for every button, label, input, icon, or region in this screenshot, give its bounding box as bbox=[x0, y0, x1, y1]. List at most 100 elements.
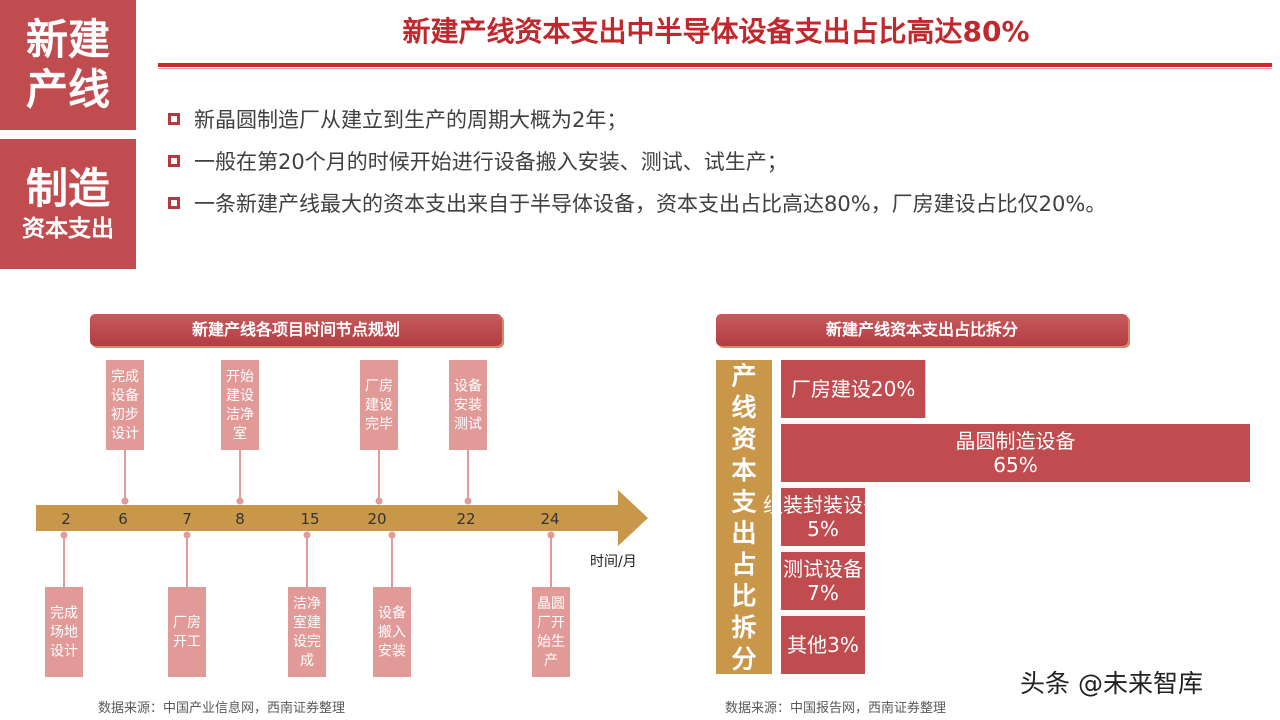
timeline-arrow bbox=[36, 490, 648, 546]
milestone-label-line: 场地 bbox=[50, 625, 78, 641]
bullet-text: 一条新建产线最大的资本支出来自于半导体设备，资本支出占比高达80%，厂房建设占比… bbox=[194, 192, 1107, 216]
milestone-box bbox=[106, 360, 144, 450]
page-title: 新建产线资本支出中半导体设备支出占比高达80% bbox=[402, 15, 1030, 48]
section-label-capex-text: 资本支出 bbox=[22, 216, 114, 243]
milestone-label-line: 完成 bbox=[111, 369, 139, 385]
timeline-tick-label: 6 bbox=[118, 510, 128, 528]
milestone-label-line: 建设 bbox=[226, 388, 254, 404]
bullet-list: 新晶圆制造厂从建立到生产的周期大概为2年； 一般在第20个月的时候开始进行设备搬… bbox=[168, 98, 1106, 224]
milestone-dot bbox=[303, 531, 311, 539]
capex-axis-label-box bbox=[716, 360, 772, 674]
milestone-box bbox=[45, 587, 83, 677]
capex-bar-label: 7% bbox=[807, 581, 839, 605]
capex-bar-group: 厂房建设20% bbox=[781, 360, 926, 418]
capex-axis-label-char: 出 bbox=[731, 519, 756, 548]
milestone-label-line: 开工 bbox=[173, 634, 201, 650]
timeline-tick-label: 15 bbox=[300, 510, 319, 528]
milestone-label-line: 建设 bbox=[365, 398, 393, 414]
title-divider bbox=[158, 63, 1272, 67]
timeline-tick-label: 8 bbox=[235, 510, 245, 528]
milestone-label-line: 初步 bbox=[111, 406, 139, 423]
watermark: 头条 @未来智库 bbox=[1020, 669, 1203, 698]
milestone-box bbox=[288, 587, 326, 677]
square-bullet-icon bbox=[168, 197, 180, 209]
milestone-label-line: 产 bbox=[544, 653, 558, 669]
bullet-item: 新晶圆制造厂从建立到生产的周期大概为2年； bbox=[168, 98, 1106, 140]
capex-bar-label: 5% bbox=[807, 517, 839, 541]
milestone-dot bbox=[183, 531, 191, 539]
milestone-label-line: 完毕 bbox=[365, 417, 393, 433]
capex-bar bbox=[781, 552, 865, 610]
section-label-manufacturing: 制造 bbox=[25, 164, 110, 213]
capex-axis-label: 产线资本支出占比拆分 bbox=[731, 362, 756, 674]
capex-axis-label-char: 资 bbox=[731, 425, 756, 454]
milestone-label-line: 成 bbox=[300, 653, 314, 669]
timeline-tick-label: 24 bbox=[540, 510, 559, 528]
milestone-dot bbox=[236, 497, 244, 505]
milestone-label-line: 设备 bbox=[378, 605, 406, 622]
capex-panel-title: 新建产线资本支出占比拆分 bbox=[716, 314, 1128, 346]
bullet-item: 一般在第20个月的时候开始进行设备搬入安装、测试、试生产； bbox=[168, 140, 1106, 182]
milestone-label-line: 设计 bbox=[50, 644, 78, 660]
timeline-axis-label: 时间/月 bbox=[590, 554, 637, 570]
capex-bar-label: 晶圆制造设备 bbox=[956, 429, 1076, 453]
capex-bar bbox=[781, 360, 926, 418]
milestone-label-line: 完成 bbox=[50, 606, 78, 622]
milestone-dot bbox=[375, 497, 383, 505]
timeline-tick-label: 2 bbox=[61, 510, 71, 528]
bullet-text: 新晶圆制造厂从建立到生产的周期大概为2年； bbox=[194, 108, 628, 132]
capex-bar bbox=[781, 616, 865, 674]
capex-axis-label-char: 占 bbox=[731, 550, 756, 579]
timeline-milestone: 设备搬入安装 bbox=[373, 531, 411, 677]
milestone-label-line: 洁净 bbox=[226, 407, 254, 423]
milestone-label-line: 设备 bbox=[111, 387, 139, 404]
capex-bar-label: 组装封装设备 bbox=[763, 493, 883, 517]
title-divider-thin bbox=[158, 68, 1272, 69]
capex-bar-label: 测试设备 bbox=[783, 557, 863, 581]
source-note-left: 数据来源：中国产业信息网，西南证券整理 bbox=[98, 701, 346, 716]
milestone-label-line: 厂开 bbox=[537, 615, 565, 631]
milestone-label-line: 安装 bbox=[454, 398, 482, 414]
section-label-line-2: 产线 bbox=[25, 65, 110, 114]
capex-axis-label-char: 拆 bbox=[731, 613, 756, 642]
milestone-box bbox=[373, 587, 411, 677]
capex-axis-label-char: 分 bbox=[731, 644, 756, 673]
source-note-right: 数据来源：中国报告网，西南证券整理 bbox=[725, 701, 947, 716]
section-label-new-line: 新建 产线 bbox=[0, 0, 136, 130]
milestone-label-line: 晶圆 bbox=[537, 596, 565, 612]
capex-axis-label-char: 比 bbox=[731, 582, 756, 611]
milestone-label-line: 室建 bbox=[293, 614, 321, 631]
milestone-dot bbox=[60, 531, 68, 539]
capex-axis-label-char: 支 bbox=[731, 487, 756, 516]
milestone-label-line: 开始 bbox=[226, 369, 254, 385]
milestone-box bbox=[360, 360, 398, 450]
capex-bar bbox=[781, 488, 865, 546]
section-label-line-1: 新建 bbox=[25, 14, 110, 64]
bullet-item: 一条新建产线最大的资本支出来自于半导体设备，资本支出占比高达80%，厂房建设占比… bbox=[168, 182, 1106, 224]
milestone-label-line: 搬入 bbox=[378, 625, 406, 641]
milestone-label-line: 设备 bbox=[454, 378, 482, 395]
milestone-label-line: 设完 bbox=[293, 634, 321, 650]
timeline-panel-title: 新建产线各项目时间节点规划 bbox=[90, 314, 502, 346]
capex-bar bbox=[781, 424, 1250, 482]
milestone-box bbox=[168, 587, 206, 677]
capex-bar-label: 65% bbox=[993, 453, 1037, 477]
milestone-label-line: 测试 bbox=[454, 417, 482, 433]
capex-axis-label-char: 线 bbox=[731, 393, 756, 422]
milestone-dot bbox=[464, 497, 472, 505]
milestone-box bbox=[221, 360, 259, 450]
section-label-capex: 制造 资本支出 bbox=[0, 139, 136, 269]
